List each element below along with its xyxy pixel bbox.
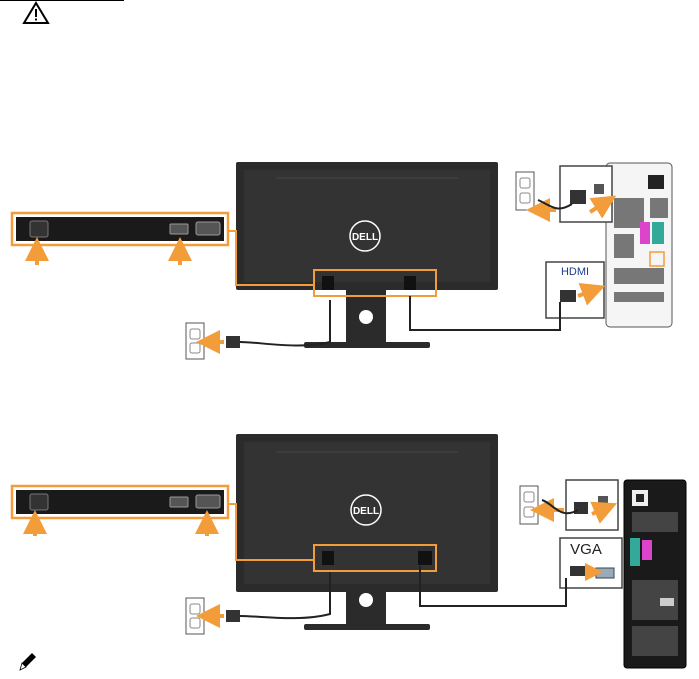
diagram-hdmi: DELL: [12, 162, 672, 359]
monitor-back-view: DELL: [236, 434, 498, 630]
computer-tower: [606, 163, 672, 327]
power-outlet: [186, 300, 330, 359]
monitor-back-view: DELL: [236, 162, 498, 348]
pc-power-connection: [520, 480, 618, 530]
pc-power-connection: [516, 166, 612, 222]
svg-text:VGA: VGA: [570, 541, 602, 558]
diagram-vga: DELL: [12, 434, 686, 668]
computer-tower: [624, 480, 686, 668]
svg-text:DELL: DELL: [353, 506, 379, 517]
warning-triangle-icon: [24, 3, 48, 23]
svg-text:HDMI: HDMI: [561, 266, 589, 278]
note-pencil-icon: [17, 652, 37, 672]
svg-text:DELL: DELL: [352, 232, 378, 243]
